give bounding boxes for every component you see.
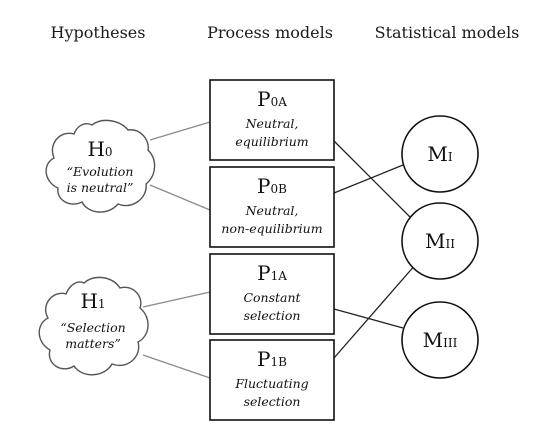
process-model-p1a: P1A Constant selection [209, 253, 335, 335]
statistical-model-mii-label: MII [425, 229, 455, 253]
connector-p0b-mi [333, 164, 404, 194]
connector-h1-p1b [142, 354, 211, 379]
process-model-p1a-box [209, 253, 335, 335]
header-statistical-models: Statistical models [375, 23, 520, 42]
statistical-model-miii: MIII [401, 301, 479, 379]
connector-h0-p0b [149, 184, 211, 211]
process-model-p0b-line-1: Neutral, [245, 203, 299, 218]
header-process-models: Process models [207, 23, 333, 42]
statistical-model-miii-label: MIII [423, 328, 458, 352]
process-model-p0b-label: P0B [257, 174, 287, 198]
process-model-p1b: P1B Fluctuating selection [209, 339, 335, 421]
model-connectors [333, 140, 417, 359]
process-model-p0a-line-2: equilibrium [235, 134, 308, 149]
process-model-p0b: P0B Neutral, non-equilibrium [209, 166, 335, 248]
process-model-p0a: P0A Neutral, equilibrium [209, 79, 335, 161]
hypothesis-h1: H1 “Selection matters” [38, 276, 149, 376]
process-model-p0a-line-1: Neutral, [245, 116, 299, 131]
hypothesis-connectors [142, 121, 211, 379]
hypothesis-h1-line-2: matters” [65, 336, 121, 351]
hypothesis-h1-label: H1 [80, 289, 105, 313]
process-model-p1b-line-2: selection [244, 394, 301, 409]
process-model-p1b-line-1: Fluctuating [234, 376, 308, 391]
connector-h0-p0a [149, 121, 211, 141]
hypothesis-h0-label: H0 [87, 137, 112, 161]
process-model-p1b-label: P1B [257, 347, 287, 371]
statistical-model-mii-circle [401, 202, 479, 280]
header-hypotheses: Hypotheses [51, 23, 146, 42]
statistical-model-miii-circle [401, 301, 479, 379]
process-model-p0b-line-2: non-equilibrium [221, 221, 322, 236]
process-model-p0a-label: P0A [257, 87, 287, 111]
statistical-model-mii: MII [401, 202, 479, 280]
process-model-p0b-box [209, 166, 335, 248]
statistical-model-mi-label: MI [427, 142, 452, 166]
process-model-p1a-line-2: selection [244, 308, 301, 323]
process-model-p1a-label: P1A [257, 261, 287, 285]
hypothesis-h0: H0 “Evolution is neutral” [45, 119, 156, 213]
process-model-p0a-box [209, 79, 335, 161]
hypothesis-h1-cloud [38, 276, 149, 376]
hypothesis-h0-line-2: is neutral” [67, 180, 134, 195]
hypothesis-h0-cloud [45, 119, 156, 213]
process-model-p1b-box [209, 339, 335, 421]
process-model-p1a-line-1: Constant [243, 290, 301, 305]
connector-p1b-mii [333, 263, 417, 359]
hypothesis-h0-line-1: “Evolution [67, 164, 134, 179]
hypothesis-h1-line-1: “Selection [60, 320, 125, 335]
statistical-model-mi-circle [401, 115, 479, 193]
statistical-model-mi: MI [401, 115, 479, 193]
connector-p0a-mii [333, 140, 412, 219]
connector-h1-p1a [142, 291, 211, 308]
